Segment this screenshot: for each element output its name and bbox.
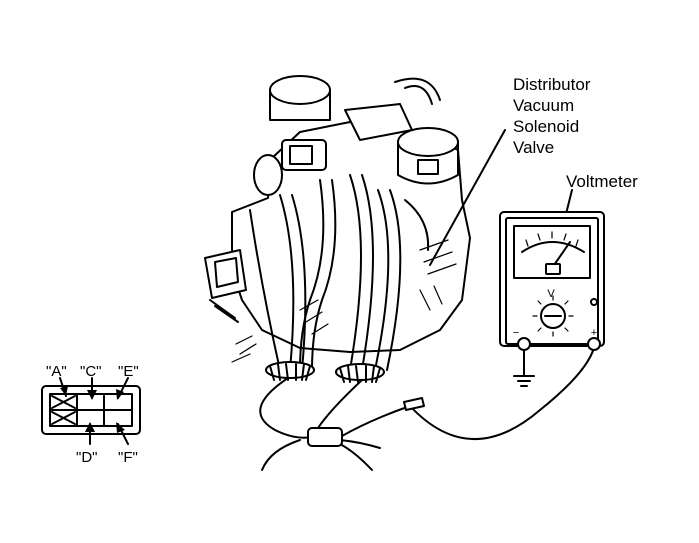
- solenoid-label-line3: Solenoid: [513, 117, 579, 136]
- voltmeter-label: Voltmeter: [566, 172, 638, 191]
- pin-d-label: "D": [76, 449, 97, 466]
- connector-pinout: "A" "C" "E" "D" "F": [41, 363, 141, 466]
- harness-connector: [307, 427, 343, 447]
- pin-f-label: "F": [118, 449, 138, 466]
- solenoid-label-line1: Distributor: [513, 75, 591, 94]
- dial-letter-v: V: [547, 288, 555, 300]
- positive-terminal: [587, 337, 601, 351]
- pin-e-label: "E": [118, 363, 139, 380]
- leader-lines: [429, 129, 573, 266]
- negative-terminal: [517, 337, 531, 351]
- ground-symbol: [513, 349, 535, 387]
- minus-sign: −: [513, 327, 519, 339]
- range-selector-dial: [532, 295, 574, 337]
- wiring-harness: [259, 343, 596, 471]
- solenoid-label-line4: Valve: [513, 138, 554, 157]
- voltmeter: V − +: [499, 211, 605, 387]
- probe-lead: [409, 343, 596, 440]
- engine-assembly: [204, 75, 471, 383]
- solenoid-label-line2: Vacuum: [513, 96, 574, 115]
- pin-a-label: "A": [46, 363, 67, 380]
- callouts: Distributor Vacuum Solenoid Valve Voltme…: [513, 75, 638, 191]
- plus-sign: +: [591, 327, 597, 339]
- pin-c-label: "C": [80, 363, 101, 380]
